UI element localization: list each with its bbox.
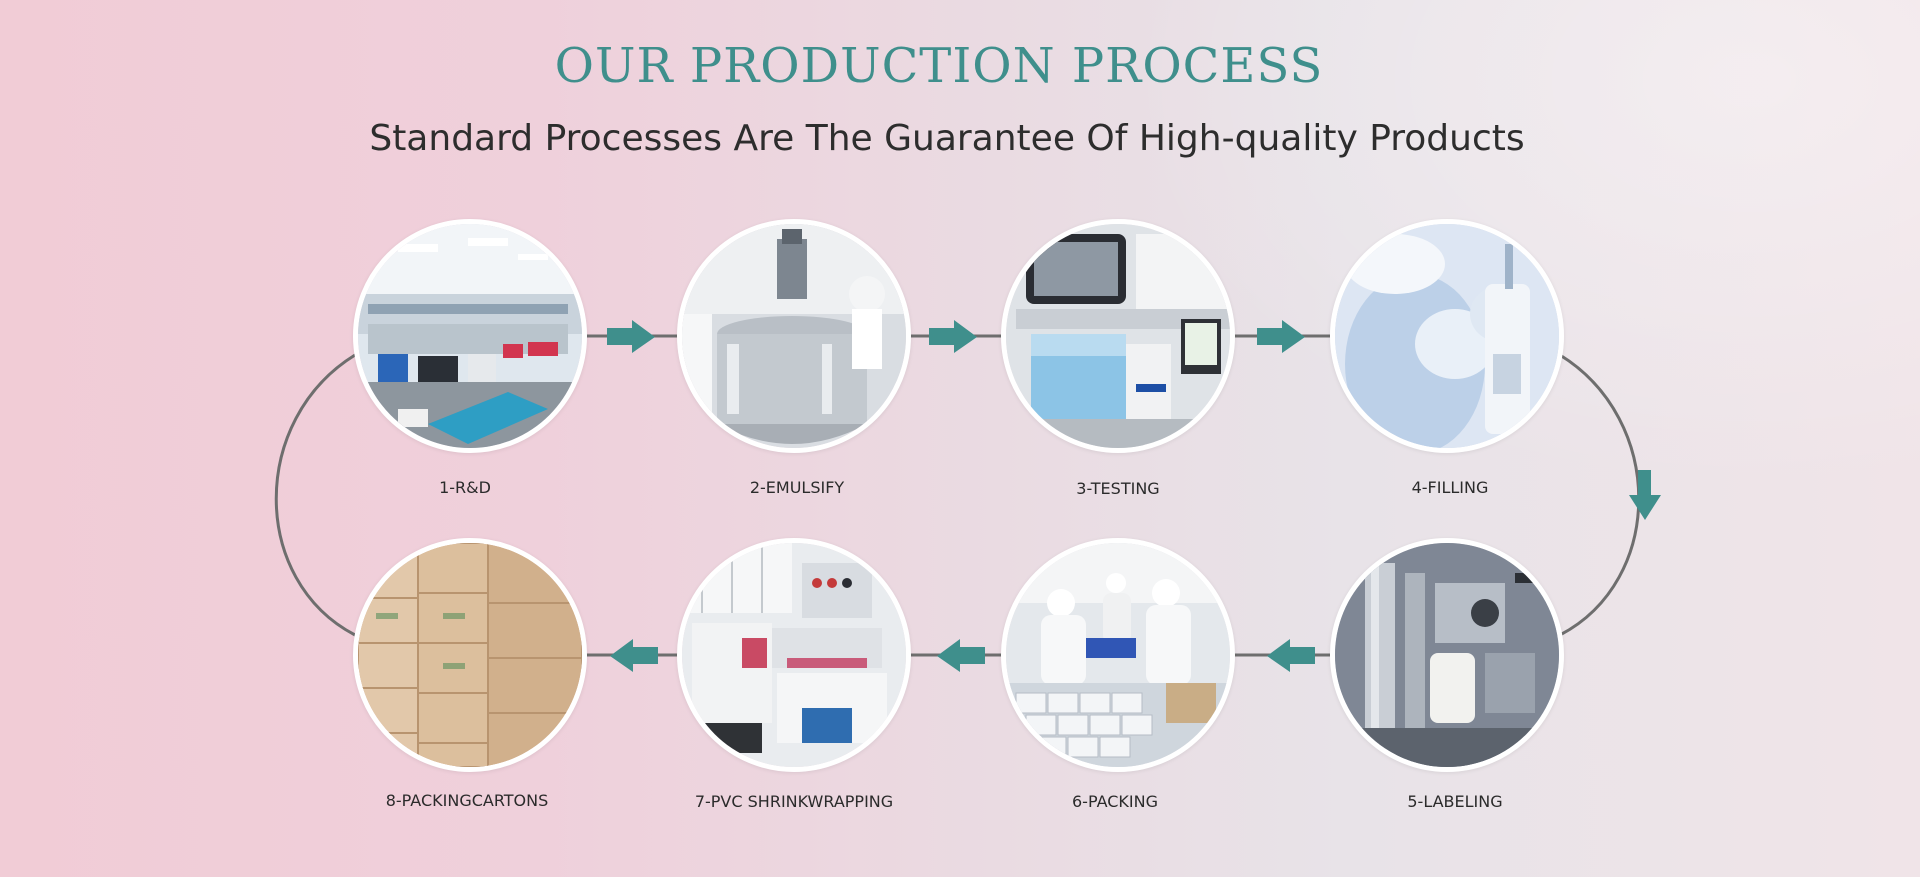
step-label: 3-TESTING — [968, 479, 1268, 499]
step-label: 5-LABELING — [1305, 792, 1605, 812]
step-label: 6-PACKING — [965, 792, 1265, 812]
carton-stack-photo — [358, 543, 582, 767]
step-label: 4-FILLING — [1300, 478, 1600, 498]
step-6-image — [1001, 538, 1235, 772]
step-label: 1-R&D — [315, 478, 615, 498]
step-1-image — [353, 219, 587, 453]
step-label: 7-PVC SHRINKWRAPPING — [644, 792, 944, 812]
testing-instrument-photo — [1006, 224, 1230, 448]
laboratory-photo — [358, 224, 582, 448]
arrow-right-icon — [607, 320, 655, 353]
step-3-image — [1001, 219, 1235, 453]
packing-line-photo — [1006, 543, 1230, 767]
step-5-image — [1330, 538, 1564, 772]
emulsifier-tank-photo — [682, 224, 906, 448]
labeling-machine-photo — [1335, 543, 1559, 767]
arrow-down-icon — [1629, 470, 1661, 520]
arrow-right-icon — [1257, 320, 1305, 353]
step-7-image — [677, 538, 911, 772]
shrinkwrap-machine-photo — [682, 543, 906, 767]
arrow-left-icon — [937, 639, 985, 672]
step-label: 8-PACKINGCARTONS — [317, 791, 617, 811]
step-2-image — [677, 219, 911, 453]
arrow-left-icon — [610, 639, 658, 672]
filling-worker-photo — [1335, 224, 1559, 448]
step-8-image — [353, 538, 587, 772]
step-4-image — [1330, 219, 1564, 453]
step-label: 2-EMULSIFY — [647, 478, 947, 498]
arrow-right-icon — [929, 320, 977, 353]
arrow-left-icon — [1267, 639, 1315, 672]
